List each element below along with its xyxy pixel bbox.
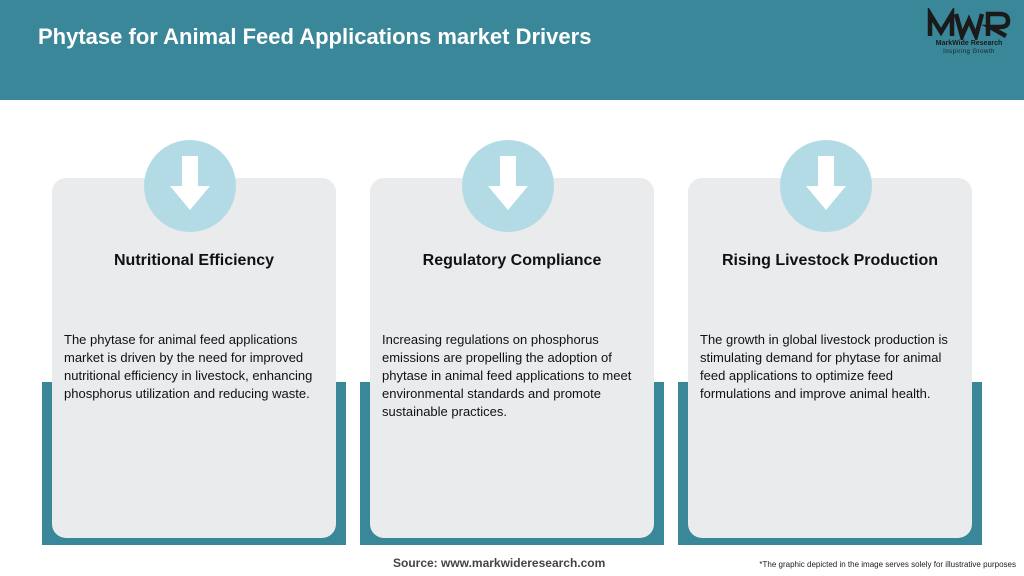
card-description: The phytase for animal feed applications…: [64, 332, 313, 401]
card-title: Rising Livestock Production: [721, 252, 939, 269]
header-banner: Phytase for Animal Feed Applications mar…: [0, 0, 1024, 100]
arrow-down-icon: [462, 140, 554, 232]
markwide-logo[interactable]: MarkWide Research Inspiring Growth: [920, 6, 1018, 60]
mwr-logo-mark: [927, 6, 1011, 43]
logo-company-name: MarkWide Research: [935, 40, 1003, 47]
card-panel: [52, 178, 336, 538]
logo-tagline: Inspiring Growth: [943, 49, 995, 55]
card-title: Nutritional Efficiency: [113, 252, 275, 269]
source-link[interactable]: Source: www.markwideresearch.com: [393, 556, 606, 570]
card-description: Increasing regulations on phosphorus emi…: [382, 332, 632, 419]
card-title: Regulatory Compliance: [422, 252, 602, 269]
disclaimer-note: *The graphic depicted in the image serve…: [759, 560, 1016, 569]
driver-card-nutritional-efficiency: Nutritional Efficiency The phytase for a…: [42, 140, 346, 550]
driver-card-regulatory-compliance: Regulatory Compliance Increasing regulat…: [360, 140, 664, 550]
card-panel: [370, 178, 654, 538]
page-title: Phytase for Animal Feed Applications mar…: [38, 24, 592, 49]
card-description: The growth in global livestock productio…: [700, 332, 948, 401]
arrow-down-icon: [144, 140, 236, 232]
driver-card-rising-livestock-production: Rising Livestock Production The growth i…: [678, 140, 982, 550]
arrow-down-icon: [780, 140, 872, 232]
card-panel: [688, 178, 972, 538]
